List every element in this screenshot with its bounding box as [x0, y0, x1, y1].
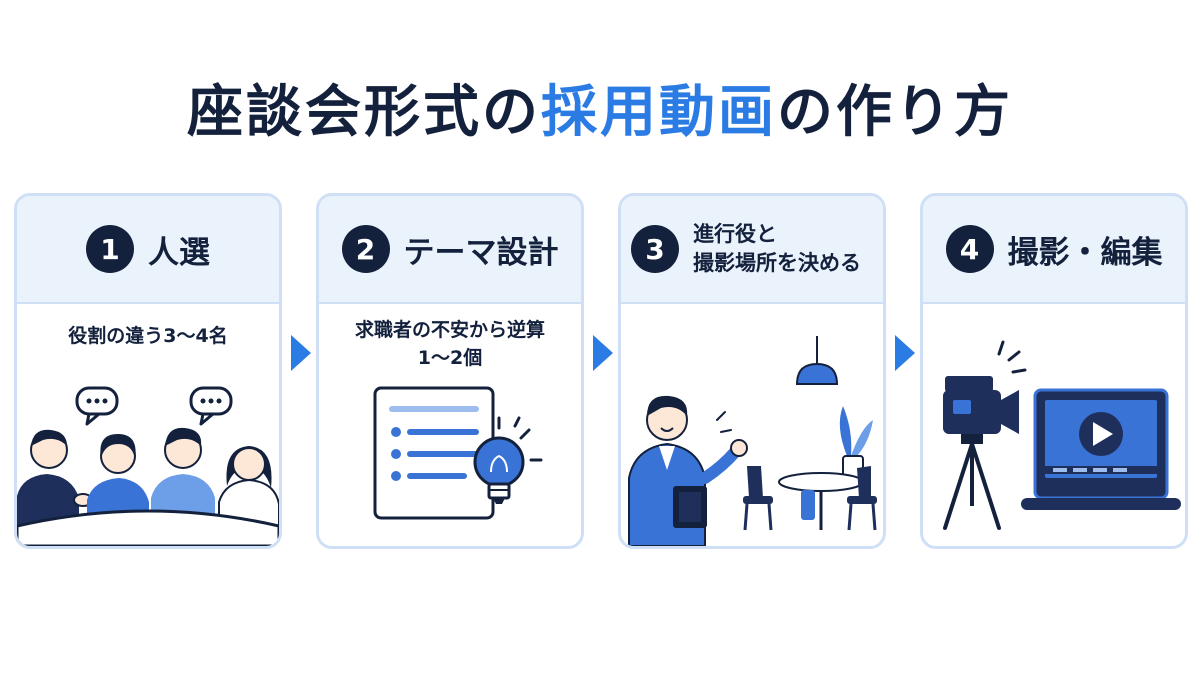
step-header-2: 2 テーマ設計: [319, 196, 581, 304]
step-title: 人選: [148, 234, 210, 271]
step-card-2: 2 テーマ設計 求職者の不安から逆算 1〜2個: [316, 193, 584, 549]
step-header-3: 3 進行役と 撮影場所を決める: [621, 196, 883, 304]
step-title: テーマ設計: [403, 234, 559, 271]
people-talking-icon: [17, 386, 279, 546]
step-number-badge: 3: [631, 225, 679, 273]
title-prefix: 座談会形式の: [187, 80, 541, 145]
step-number-badge: 4: [945, 225, 994, 273]
step-title-line1: 進行役と: [693, 222, 777, 246]
step-number-badge: 2: [341, 225, 390, 273]
step-subtitle-line2: 1〜2個: [417, 347, 483, 369]
title-suffix: の作り方: [777, 80, 1013, 145]
step-card-4: 4 撮影・編集: [920, 193, 1188, 549]
step-subtitle: 役割の違う3〜4名: [68, 325, 228, 347]
step-card-3: 3 進行役と 撮影場所を決める: [618, 193, 886, 549]
camera-laptop-icon: [943, 340, 1181, 530]
title-highlight: 採用動画: [541, 80, 777, 145]
step-number-badge: 1: [86, 225, 134, 273]
step-title: 進行役と 撮影場所を決める: [693, 220, 873, 278]
chevron-right-icon: [593, 335, 613, 371]
host-meeting-room-icon: [628, 336, 877, 546]
step-header-1: 1 人選: [17, 196, 279, 304]
chevron-right-icon: [895, 335, 915, 371]
step-title-line2: 撮影場所を決める: [693, 251, 861, 275]
step-card-1: 1 人選 役割の違う3〜4名: [14, 193, 282, 549]
step-header-4: 4 撮影・編集: [923, 196, 1185, 304]
page-title: 座談会形式の採用動画の作り方: [0, 78, 1200, 148]
step-subtitle-line1: 求職者の不安から逆算: [354, 319, 545, 341]
checklist-lightbulb-icon: [373, 386, 543, 520]
chevron-right-icon: [291, 335, 311, 371]
step-title: 撮影・編集: [1007, 234, 1163, 271]
